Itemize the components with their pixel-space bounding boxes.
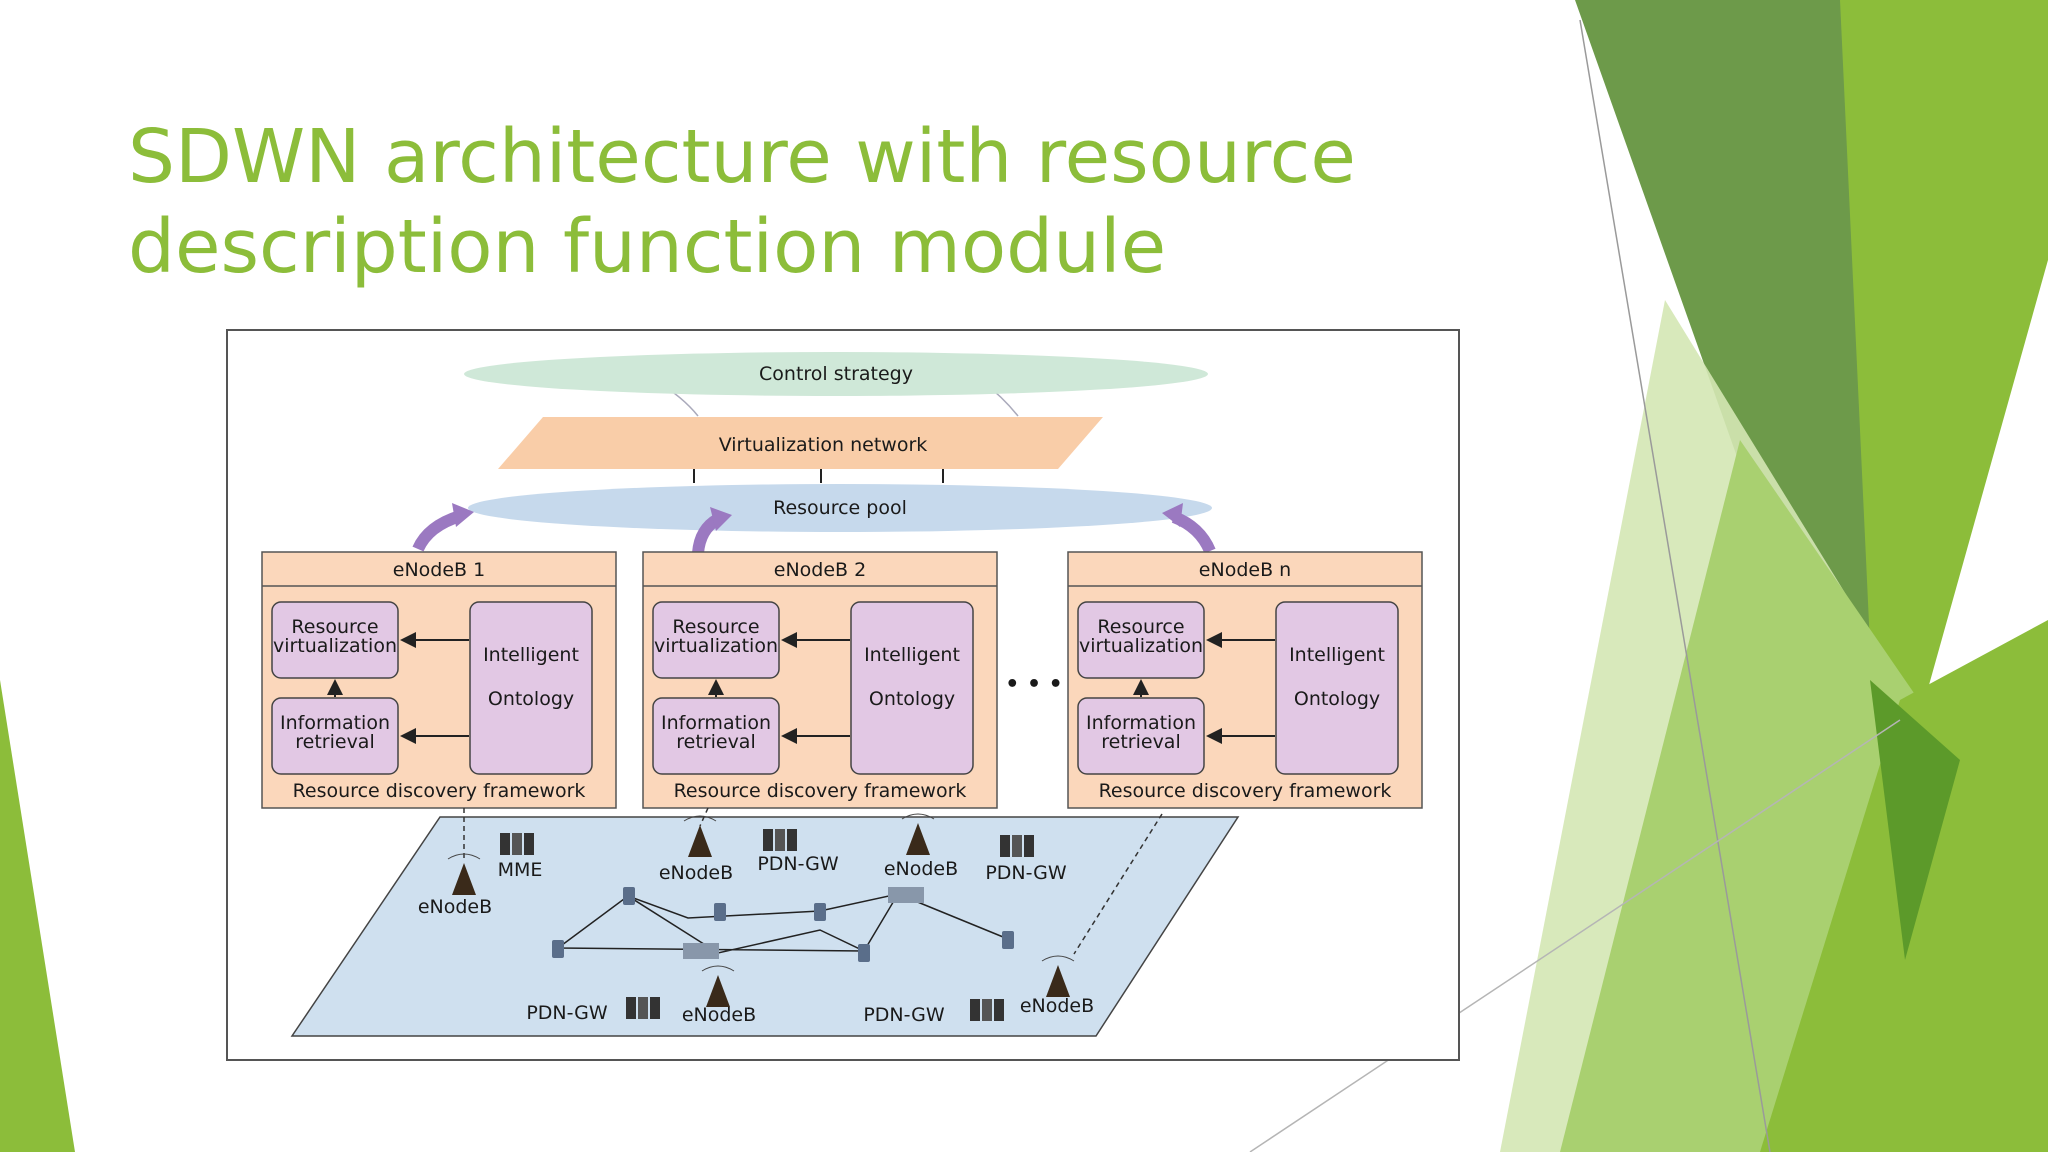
slide-title-line1: SDWN architecture with resource — [128, 114, 1356, 200]
tower-icon-bottom-center — [701, 965, 735, 1007]
phone-icon-5 — [858, 944, 870, 962]
information-retrieval-label-2b: retrieval — [676, 731, 755, 753]
server-icon-pdn-bottom-left — [626, 997, 660, 1019]
arrow-enodebn-head — [1162, 503, 1183, 527]
information-retrieval-module-2 — [652, 697, 780, 775]
information-retrieval-module-n — [1077, 697, 1205, 775]
label-enodeb-left: eNodeB — [418, 896, 492, 918]
ontology-label-2: Ontology — [869, 688, 955, 710]
dashed-link-enodeb2 — [699, 807, 709, 827]
information-retrieval-label-2a: Information — [661, 712, 771, 734]
laptop-icon-1 — [683, 943, 719, 959]
label-pdn-gw-top-center: PDN-GW — [757, 853, 839, 875]
enodeb-box-n: eNodeB n Resource virtualization Informa… — [1067, 551, 1423, 809]
information-retrieval-module-1 — [271, 697, 399, 775]
tower-icon-bottom-right — [1041, 955, 1075, 997]
tower-icon-left — [447, 853, 481, 895]
deco-line-1 — [1579, 19, 1771, 1152]
arrow-enodeb1-head — [452, 503, 474, 527]
control-strategy-ellipse — [464, 352, 1208, 396]
label-enodeb-top-right: eNodeB — [884, 858, 958, 880]
intelligent-ontology-module-1 — [469, 601, 593, 775]
intelligent-ontology-module-2 — [850, 601, 974, 775]
enodeb-box-1-footer: Resource discovery framework — [293, 780, 586, 802]
resource-pool-ellipse — [468, 484, 1212, 532]
virtualization-network-shape — [498, 417, 1103, 469]
deco-left-triangle — [0, 680, 75, 1152]
slide-title-line2: description function module — [128, 204, 1167, 290]
slide-title: SDWN architecture with resource descript… — [128, 112, 1528, 292]
resource-virtualization-module-2 — [652, 601, 780, 679]
label-enodeb-bottom-center: eNodeB — [682, 1004, 756, 1026]
phone-icon-6 — [1002, 931, 1014, 949]
deco-triangle-deep — [1870, 680, 1960, 960]
server-icon-pdn-top-right — [1000, 835, 1034, 857]
information-retrieval-label-1a: Information — [280, 712, 390, 734]
label-pdn-gw-top-right: PDN-GW — [985, 862, 1067, 884]
label-pdn-gw-bottom-right: PDN-GW — [863, 1004, 945, 1026]
phone-icon-1 — [623, 887, 635, 905]
enodeb-box-1: eNodeB 1 Resource virtualization Informa… — [261, 551, 617, 809]
virtualization-network-label: Virtualization network — [719, 434, 928, 456]
server-icon-pdn-top-center — [763, 829, 797, 851]
intelligent-label-1: Intelligent — [483, 644, 579, 666]
dashed-link-enodebn — [1073, 813, 1163, 955]
label-enodeb-top-center: eNodeB — [659, 862, 733, 884]
resource-virtualization-label-1a: Resource — [291, 616, 378, 638]
enodeb-box-2-footer: Resource discovery framework — [674, 780, 967, 802]
ontology-label-n: Ontology — [1294, 688, 1380, 710]
resource-virtualization-label-1b: virtualization — [273, 635, 397, 657]
deco-line-2 — [1249, 719, 1901, 1152]
enodeb-box-n-footer: Resource discovery framework — [1099, 780, 1392, 802]
label-enodeb-bottom-right: eNodeB — [1020, 995, 1094, 1017]
resource-virtualization-label-na: Resource — [1097, 616, 1184, 638]
intelligent-label-2: Intelligent — [864, 644, 960, 666]
phone-icon-4 — [552, 940, 564, 958]
information-retrieval-label-na: Information — [1086, 712, 1196, 734]
enodeb-box-2-title: eNodeB 2 — [774, 559, 866, 581]
network-plane — [290, 816, 1240, 1037]
ellipsis-dots: • • • — [1005, 672, 1063, 697]
resource-virtualization-module-1 — [271, 601, 399, 679]
resource-virtualization-label-nb: virtualization — [1079, 635, 1203, 657]
enodeb-box-2: eNodeB 2 Resource virtualization Informa… — [642, 551, 998, 809]
phone-icon-2 — [714, 903, 726, 921]
label-pdn-gw-bottom-left: PDN-GW — [526, 1002, 608, 1024]
control-strategy-label: Control strategy — [759, 363, 913, 385]
architecture-diagram: Control strategy Virtualization network … — [261, 352, 1423, 1037]
deco-triangle-mid — [1840, 0, 2048, 860]
intelligent-ontology-module-n — [1275, 601, 1399, 775]
resource-virtualization-label-2a: Resource — [672, 616, 759, 638]
arrow-enodeb2-head — [710, 507, 732, 531]
resource-virtualization-module-n — [1077, 601, 1205, 679]
enodeb-box-1-title: eNodeB 1 — [393, 559, 485, 581]
information-retrieval-label-1b: retrieval — [295, 731, 374, 753]
phone-icon-3 — [814, 903, 826, 921]
laptop-icon-2 — [888, 887, 924, 903]
resource-virtualization-label-2b: virtualization — [654, 635, 778, 657]
server-icon-pdn-bottom-right — [970, 999, 1004, 1021]
server-icon-mme — [500, 833, 534, 855]
arrow-enodeb1-to-pool — [412, 510, 462, 552]
information-retrieval-label-nb: retrieval — [1101, 731, 1180, 753]
tower-icon-top-center — [683, 815, 717, 857]
ontology-label-1: Ontology — [488, 688, 574, 710]
architecture-figure: Control strategy Virtualization network … — [226, 329, 1460, 1061]
label-mme: MME — [498, 859, 543, 881]
intelligent-label-n: Intelligent — [1289, 644, 1385, 666]
resource-pool-label: Resource pool — [773, 497, 907, 519]
enodeb-box-n-title: eNodeB n — [1199, 559, 1291, 581]
tower-icon-top-right — [901, 813, 935, 855]
